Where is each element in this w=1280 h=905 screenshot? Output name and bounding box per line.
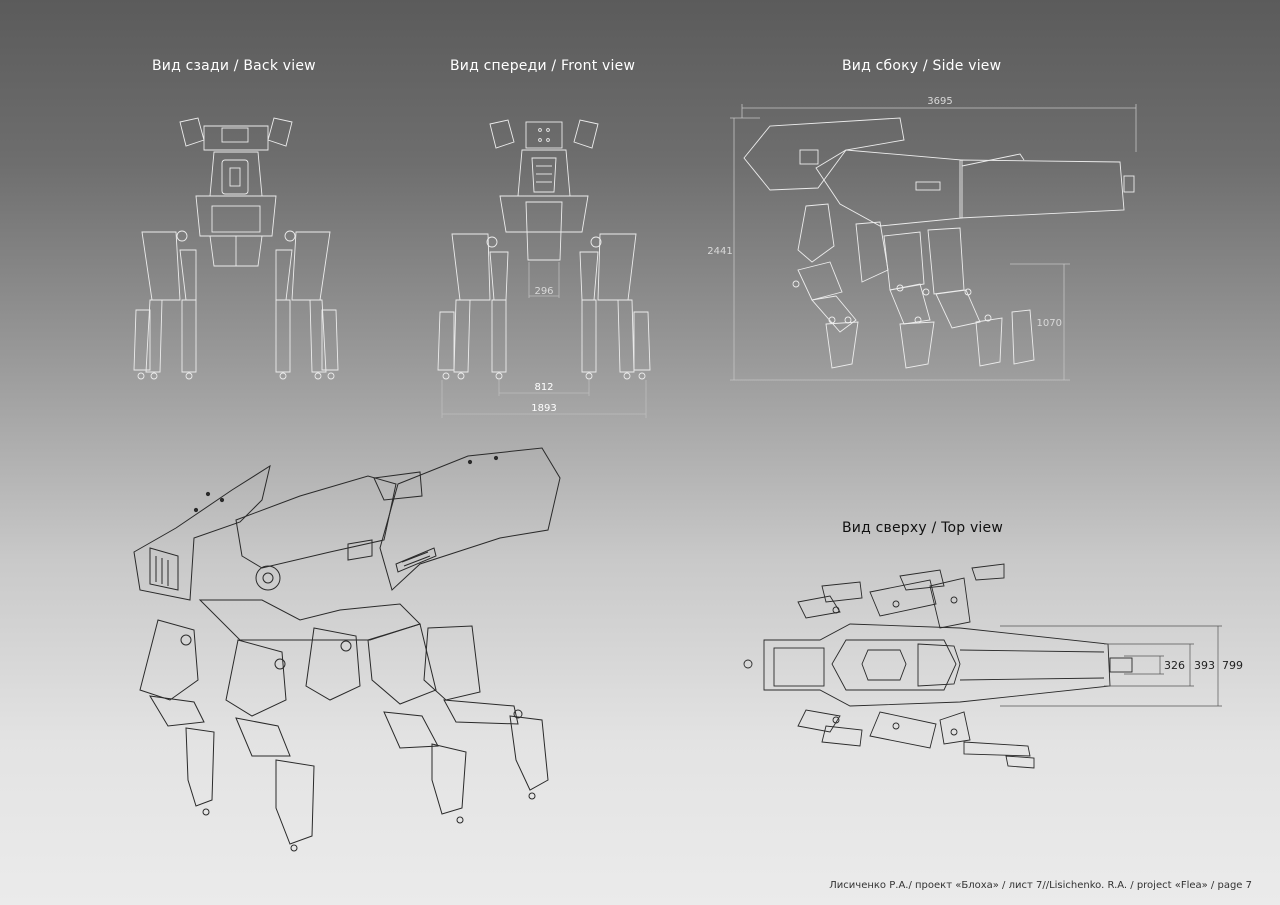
back-view-drawing xyxy=(133,117,339,380)
top-view-title: Вид сверху / Top view xyxy=(842,520,1003,536)
dim-front-inner: 296 xyxy=(534,286,553,297)
back-view-title: Вид сзади / Back view xyxy=(152,58,316,74)
dim-side-leg-height: 1070 xyxy=(1037,318,1062,329)
dim-top-b: 393 xyxy=(1194,659,1215,672)
page-footer: Лисиченко Р.А./ проект «Блоха» / лист 7/… xyxy=(829,880,1252,891)
dim-top-a: 326 xyxy=(1164,659,1185,672)
dim-top-c: 799 xyxy=(1222,659,1243,672)
dim-side-height: 2441 xyxy=(707,246,732,257)
top-dimensions xyxy=(1000,625,1222,707)
isometric-view-drawing xyxy=(133,447,561,852)
side-dimensions xyxy=(730,104,1137,381)
front-view-title: Вид спереди / Front view xyxy=(450,58,636,74)
front-dimensions xyxy=(441,262,647,418)
side-view-drawing xyxy=(743,117,1135,369)
dim-front-width: 1893 xyxy=(531,403,556,414)
dim-side-length: 3695 xyxy=(927,96,952,107)
front-view-drawing xyxy=(437,119,651,380)
side-view-title: Вид сбоку / Side view xyxy=(842,58,1002,74)
dim-front-track: 812 xyxy=(534,382,553,393)
top-view-drawing xyxy=(743,563,1133,769)
